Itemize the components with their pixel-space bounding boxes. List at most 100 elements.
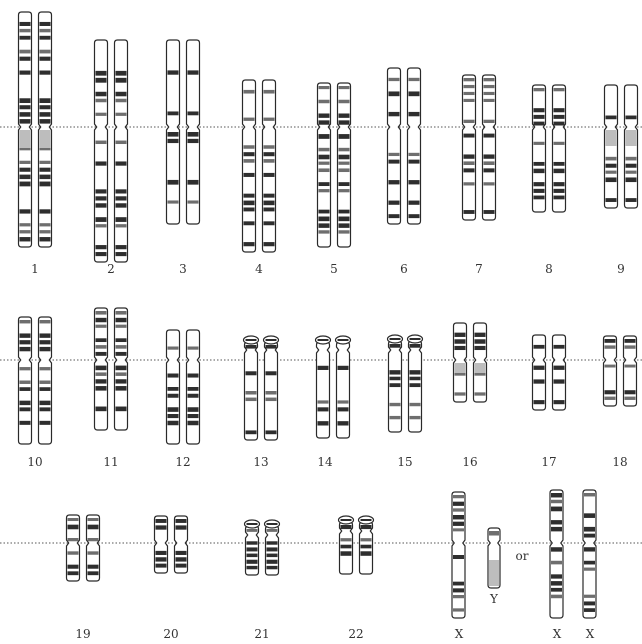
chromosome-y-heterochromatin <box>489 560 499 586</box>
label-chromosome-8: 8 <box>545 262 553 276</box>
chromosome-18-a <box>604 336 617 406</box>
chromosome-11-a-band-1 <box>96 318 107 322</box>
chromosome-x-female-2-band-3 <box>584 534 595 538</box>
chromosome-x-female-1-band-7 <box>551 574 562 578</box>
chromosome-19-b-band-4 <box>88 565 99 569</box>
chromosome-5-b-band-11 <box>339 210 350 214</box>
chromosome-7-a-band-6 <box>464 154 475 158</box>
chromosome-10-b-band-8 <box>40 407 51 411</box>
chromosome-17-b <box>553 335 566 410</box>
chromosome-5-a-band-9 <box>319 182 330 186</box>
chromosome-1-b-band-7 <box>40 105 51 109</box>
chromosome-9-a-band-2 <box>606 164 617 168</box>
chromosome-21-a-band-5 <box>247 566 258 569</box>
chromosome-16-a <box>454 323 467 402</box>
chromosome-5-b-band-9 <box>339 182 350 186</box>
chromosome-1-b-band-2 <box>40 36 51 40</box>
chromosome-8-a-band-9 <box>534 196 545 200</box>
chromosome-16-a-band-5 <box>455 392 466 395</box>
chromosome-1-b-band-6 <box>40 98 51 103</box>
chromosome-1-a-band-14 <box>20 175 31 179</box>
label-chromosome-22: 22 <box>348 627 363 641</box>
chromosome-11-b-band-3 <box>116 338 127 342</box>
chromosome-1-b-band-4 <box>40 57 51 61</box>
chromosome-11-a <box>95 308 108 430</box>
chromosome-4-b-band-3 <box>264 152 275 156</box>
chromosome-10-b-band-4 <box>40 367 51 370</box>
chromosome-3-b-band-5 <box>188 200 199 203</box>
label-or: or <box>516 549 529 563</box>
chromosome-8-a-band-4 <box>534 142 545 145</box>
chromosome-20-a-band-1 <box>156 525 167 529</box>
chromosome-y-band-0 <box>489 531 499 536</box>
chromosome-7-b-band-8 <box>484 168 495 172</box>
chromosome-14-a-band-0 <box>318 366 329 370</box>
chromosome-2-b-band-8 <box>116 196 127 200</box>
chromosome-20-a-band-4 <box>156 564 167 568</box>
chromosome-x-male-band-2 <box>453 508 464 511</box>
chromosome-21-b-band-4 <box>267 560 278 564</box>
chromosome-12-a-band-5 <box>168 414 179 418</box>
chromosome-11-a-band-7 <box>96 372 107 376</box>
chromosome-17-a-band-2 <box>534 379 545 383</box>
chromosome-8-a <box>533 85 546 212</box>
chromosome-4-b-band-6 <box>264 194 275 198</box>
chromosome-13-b-satellite-band <box>266 339 277 341</box>
chromosome-10-b-band-5 <box>40 381 51 384</box>
chromosome-11-a-band-8 <box>96 379 107 383</box>
chromosome-13-b-band-1 <box>266 371 277 375</box>
chromosome-7-a-band-9 <box>464 182 475 185</box>
chromosome-7-a-band-3 <box>464 99 475 102</box>
chromosome-21-b-band-3 <box>267 554 278 558</box>
chromosome-6-a-band-5 <box>389 180 400 184</box>
chromosome-22-b-band-1 <box>361 538 372 541</box>
chromosome-1-b-band-16 <box>40 209 51 213</box>
chromosome-15-a-band-2 <box>390 377 401 381</box>
chromosome-7-a-band-0 <box>464 78 475 81</box>
chromosome-18-b <box>624 336 637 406</box>
chromosome-1-b-band-3 <box>40 50 51 54</box>
chromosome-16-b-heterochromatin <box>475 363 486 373</box>
chromosome-11-b-band-10 <box>116 407 127 412</box>
chromosome-2-a-band-10 <box>96 217 107 222</box>
chromosome-14-a-band-1 <box>318 400 329 403</box>
chromosome-8-a-band-6 <box>534 169 545 173</box>
chromosome-19-b-band-0 <box>88 518 99 521</box>
chromosome-6-b-band-7 <box>409 214 420 218</box>
chromosome-10-b <box>39 317 52 444</box>
chromosome-3-a-band-3 <box>168 139 179 143</box>
chromosome-17-b-band-2 <box>554 379 565 383</box>
chromosome-1-b-heterochromatin <box>40 130 51 148</box>
label-chromosome-5: 5 <box>330 262 338 276</box>
chromosome-2-b-band-0 <box>116 71 127 76</box>
chromosome-11-a-band-5 <box>96 352 107 356</box>
chromosome-11-a-band-2 <box>96 325 107 328</box>
chromosome-x-male-band-1 <box>453 502 464 506</box>
chromosome-20-b-band-0 <box>176 519 187 523</box>
chromosome-10-b-band-2 <box>40 340 51 344</box>
chromosome-21-a-band-4 <box>247 560 258 564</box>
chromosome-5-b-band-5 <box>339 148 350 151</box>
chromosome-6-a-band-7 <box>389 214 400 218</box>
chromosome-14-a-band-2 <box>318 407 329 411</box>
chromosome-3-b-band-2 <box>188 132 199 137</box>
chromosome-3-a-band-5 <box>168 200 179 203</box>
chromosome-x-male-band-8 <box>453 588 464 592</box>
chromosome-5-b-band-7 <box>339 162 350 165</box>
chromosome-x-male <box>452 492 465 618</box>
chromosome-11-a-band-10 <box>96 407 107 412</box>
chromosome-16-a-band-1 <box>455 339 466 343</box>
chromosome-1-a-band-19 <box>20 237 31 241</box>
chromosome-5-a-band-8 <box>319 168 330 172</box>
chromosome-1-a-band-12 <box>20 161 31 164</box>
chromosome-18-a-band-2 <box>605 365 616 368</box>
chromosome-1-b-band-14 <box>40 175 51 179</box>
chromosome-14-b-band-0 <box>338 366 349 370</box>
chromosome-21-b-band-1 <box>267 541 278 544</box>
chromosome-7-b-band-7 <box>484 161 495 165</box>
chromosome-11-b-band-2 <box>116 325 127 328</box>
chromosome-16-b-band-0 <box>475 333 486 337</box>
chromosome-14-b-band-1 <box>338 400 349 403</box>
chromosome-5-b-band-12 <box>339 217 350 222</box>
chromosome-8-a-band-8 <box>534 189 545 193</box>
